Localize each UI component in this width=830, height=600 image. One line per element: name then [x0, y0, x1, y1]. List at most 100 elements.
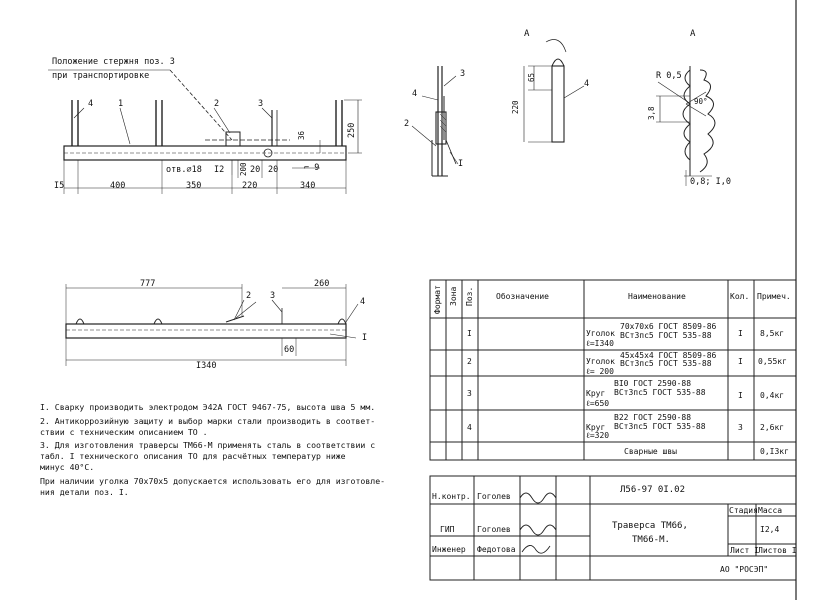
- org-name: АО "РОСЭП": [720, 565, 769, 574]
- hole-label: отв.⌀18: [166, 165, 202, 175]
- note-line: минус 40°С.: [40, 462, 95, 472]
- signature-2: [519, 524, 557, 536]
- dim-350: 350: [186, 181, 202, 191]
- top-leader-1: 1: [118, 99, 124, 109]
- spec-table-grid: [429, 279, 797, 461]
- dim-200: 200: [239, 162, 248, 176]
- dim-12: I2: [214, 165, 225, 175]
- row-note: 8,5кг: [760, 329, 785, 338]
- detail-a: [656, 66, 716, 186]
- row-name-steel: ВСт3пс5 ГОСТ 535-88: [620, 359, 712, 368]
- dim-20a: 20: [250, 165, 261, 175]
- dim-250: 250: [347, 122, 357, 138]
- name-engineer: Федотова: [477, 545, 516, 554]
- row-qty: 3: [738, 423, 743, 432]
- section-a: [523, 39, 585, 143]
- dim-260: 260: [314, 279, 330, 289]
- row-qty: I: [738, 391, 743, 400]
- front-leader-4: 4: [360, 297, 366, 307]
- row-pos: I: [467, 329, 472, 338]
- dim-400: 400: [110, 181, 126, 191]
- role-engineer: Инженер: [432, 545, 466, 554]
- front-view: [65, 284, 359, 366]
- sheet-label: Лист I: [730, 546, 759, 555]
- row-name-spec: 45х45х4 ГОСТ 8509-86: [620, 351, 717, 360]
- front-leader-I: I: [362, 333, 368, 343]
- row-note: 0,55кг: [758, 357, 787, 366]
- stage-header: Стадия: [729, 506, 758, 515]
- header-note: Примеч.: [757, 292, 791, 301]
- transport-note-1: Положение стержня поз. 3: [52, 57, 175, 67]
- row-qty: I: [738, 329, 743, 338]
- sheets-label: Листов I: [758, 546, 797, 555]
- header-qty: Кол.: [730, 292, 750, 301]
- doc-title-1: Траверса ТМ66,: [612, 521, 688, 531]
- dim-60: 60: [284, 345, 295, 355]
- dim-65: 65: [527, 72, 536, 82]
- row-name-steel: ВСт3пс5 ГОСТ 535-88: [614, 422, 706, 431]
- row-length: ℓ=320: [586, 431, 610, 440]
- title-block-grid: [429, 475, 797, 581]
- front-leader-3: 3: [270, 291, 276, 301]
- tolerance-label: 0,8; I,0: [690, 177, 731, 187]
- row-pos: 2: [467, 357, 472, 366]
- row-name-type: Сварные швы: [624, 447, 677, 456]
- row-length: ℓ= 200: [586, 367, 614, 376]
- signature-3: [521, 545, 551, 554]
- top-leader-3: 3: [258, 99, 264, 109]
- dim-20b: 20: [268, 165, 279, 175]
- doc-code: Л56-97 0I.02: [620, 485, 686, 495]
- role-gip: ГИП: [440, 525, 455, 534]
- role-norm-control: Н.контр.: [432, 492, 471, 501]
- row-note: 0,I3кг: [760, 447, 789, 456]
- section-a-title: А: [524, 29, 530, 39]
- note-line: 3. Для изготовления траверсы ТМ66-М прим…: [40, 440, 376, 450]
- radius-label: R 0,5: [656, 71, 682, 81]
- header-zone: Зона: [449, 286, 458, 306]
- dim-340: 340: [300, 181, 316, 191]
- section-leader-4: 4: [584, 79, 590, 89]
- dim-3-8: 3,8: [647, 106, 656, 120]
- dim-220-section: 220: [511, 100, 520, 114]
- note-line: ния детали поз. I.: [40, 487, 129, 497]
- note-line: 2. Антикоррозийную защиту и выбор марки …: [40, 416, 376, 426]
- name-gip: Гоголев: [477, 525, 511, 534]
- row-name-spec: BI0 ГОСТ 2590-88: [614, 379, 692, 388]
- weld-symbol: ⌐ 9: [304, 163, 320, 173]
- row-name-type: Круг: [586, 389, 606, 398]
- note-line: I. Сварку производить электродом Э42А ГО…: [40, 402, 376, 412]
- dim-220: 220: [242, 181, 258, 191]
- detail-a-title: А: [690, 29, 696, 39]
- row-qty: I: [738, 357, 743, 366]
- row-length: ℓ=650: [586, 399, 610, 408]
- row-note: 2,6кг: [760, 423, 785, 432]
- dim-36: 36: [297, 130, 306, 140]
- row-name-steel: ВСт3пс5 ГОСТ 535-88: [620, 331, 712, 340]
- row-pos: 4: [467, 423, 472, 432]
- mass-value: I2,4: [760, 525, 780, 534]
- dim-1340: I340: [196, 361, 217, 371]
- header-pos: Поз.: [465, 286, 474, 306]
- name-norm-control: Гоголев: [477, 492, 511, 501]
- side-leader-I: I: [458, 159, 464, 169]
- side-leader-3: 3: [460, 69, 466, 79]
- top-leader-2: 2: [214, 99, 220, 109]
- mass-header: Масса: [758, 506, 783, 515]
- dim-777: 777: [140, 279, 156, 289]
- note-line: ствии с техническим описанием ТО .: [40, 427, 208, 437]
- header-format: Формат: [433, 285, 442, 314]
- row-name-type: Уголок: [586, 329, 615, 338]
- row-note: 0,4кг: [760, 391, 785, 400]
- angle-90: 90°: [694, 97, 708, 106]
- transport-note-2: при транспортировке: [52, 71, 150, 81]
- doc-title-2: ТМ66-М.: [632, 535, 670, 545]
- note-line: табл. I технического описания ТО для рас…: [40, 451, 346, 461]
- dim-15: I5: [54, 181, 65, 191]
- row-name-type: Уголок: [586, 357, 615, 366]
- signature-1: [519, 492, 557, 504]
- side-leader-4: 4: [412, 89, 418, 99]
- row-name-spec: 70х70х6 ГОСТ 8509-86: [620, 322, 717, 331]
- row-length: ℓ=I340: [586, 339, 614, 348]
